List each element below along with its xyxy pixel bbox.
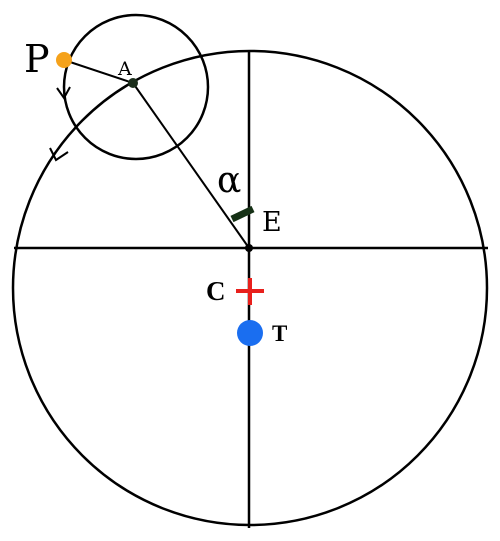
line-e-to-a [132, 82, 250, 249]
label-e: E [262, 207, 282, 238]
epicycle-direction-arrow [56, 86, 71, 100]
label-c: C [206, 276, 226, 306]
point-t [237, 320, 263, 346]
line-a-to-p [63, 59, 134, 84]
planet-p [56, 52, 72, 68]
label-a: A [117, 58, 132, 80]
alpha-angle-marker [230, 205, 255, 223]
point-a [128, 78, 138, 88]
point-e [245, 244, 253, 252]
center-c-marker [236, 278, 264, 305]
deferent-direction-arrow [49, 147, 69, 162]
label-t: T [272, 321, 287, 346]
label-alpha: α [217, 160, 241, 201]
label-p: P [24, 37, 50, 81]
epicycle-circle [62, 13, 210, 161]
